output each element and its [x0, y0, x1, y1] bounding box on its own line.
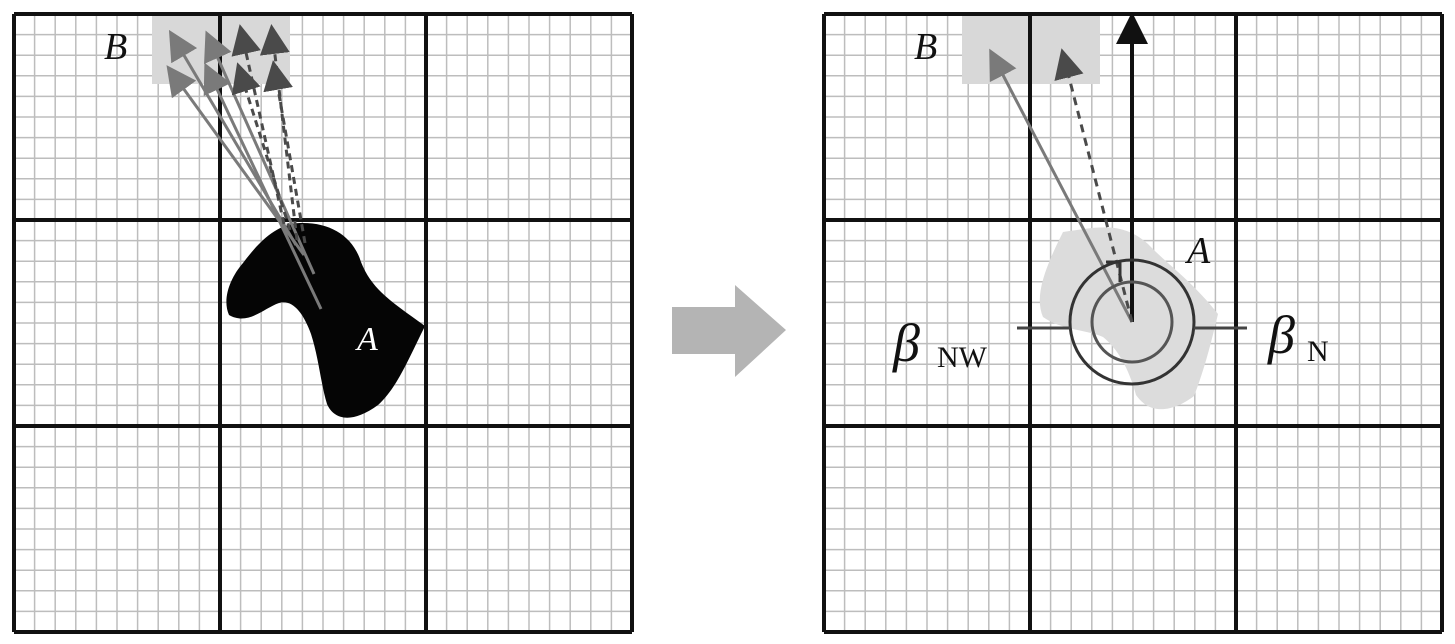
transform-arrow — [672, 285, 786, 377]
right-label-a: A — [1184, 230, 1211, 272]
beta-n-symbol: β — [1267, 305, 1295, 365]
right-label-b: B — [914, 26, 937, 68]
left-label-a: A — [355, 321, 378, 358]
beta-nw-subscript: NW — [937, 341, 988, 374]
left-solid-arrow-4 — [203, 62, 323, 310]
left-dashed-arrow-4 — [263, 60, 307, 244]
beta-n-subscript: N — [1307, 335, 1329, 368]
right-angle-marker — [1106, 260, 1122, 282]
right-cell-b-1 — [962, 16, 1030, 84]
left-dashed-arrow-2 — [231, 62, 292, 231]
left-major-grid — [12, 12, 634, 634]
right-major-grid — [822, 12, 1444, 634]
right-panel: B A β NW β N — [822, 12, 1444, 634]
left-dashed-arrow-1 — [231, 24, 286, 225]
right-solid-arrow — [989, 48, 1134, 323]
left-shape-a — [226, 222, 425, 418]
left-label-b: B — [104, 26, 127, 68]
beta-n-circle — [1090, 280, 1174, 364]
beta-nw-circle — [1068, 258, 1196, 386]
left-relation-arrows — [166, 24, 323, 310]
right-cell-b-2 — [1032, 16, 1100, 84]
left-cell-b-2 — [222, 16, 290, 84]
beta-nw-symbol: β — [892, 313, 920, 373]
left-panel: B A — [12, 12, 634, 634]
left-minor-grid — [14, 14, 632, 632]
